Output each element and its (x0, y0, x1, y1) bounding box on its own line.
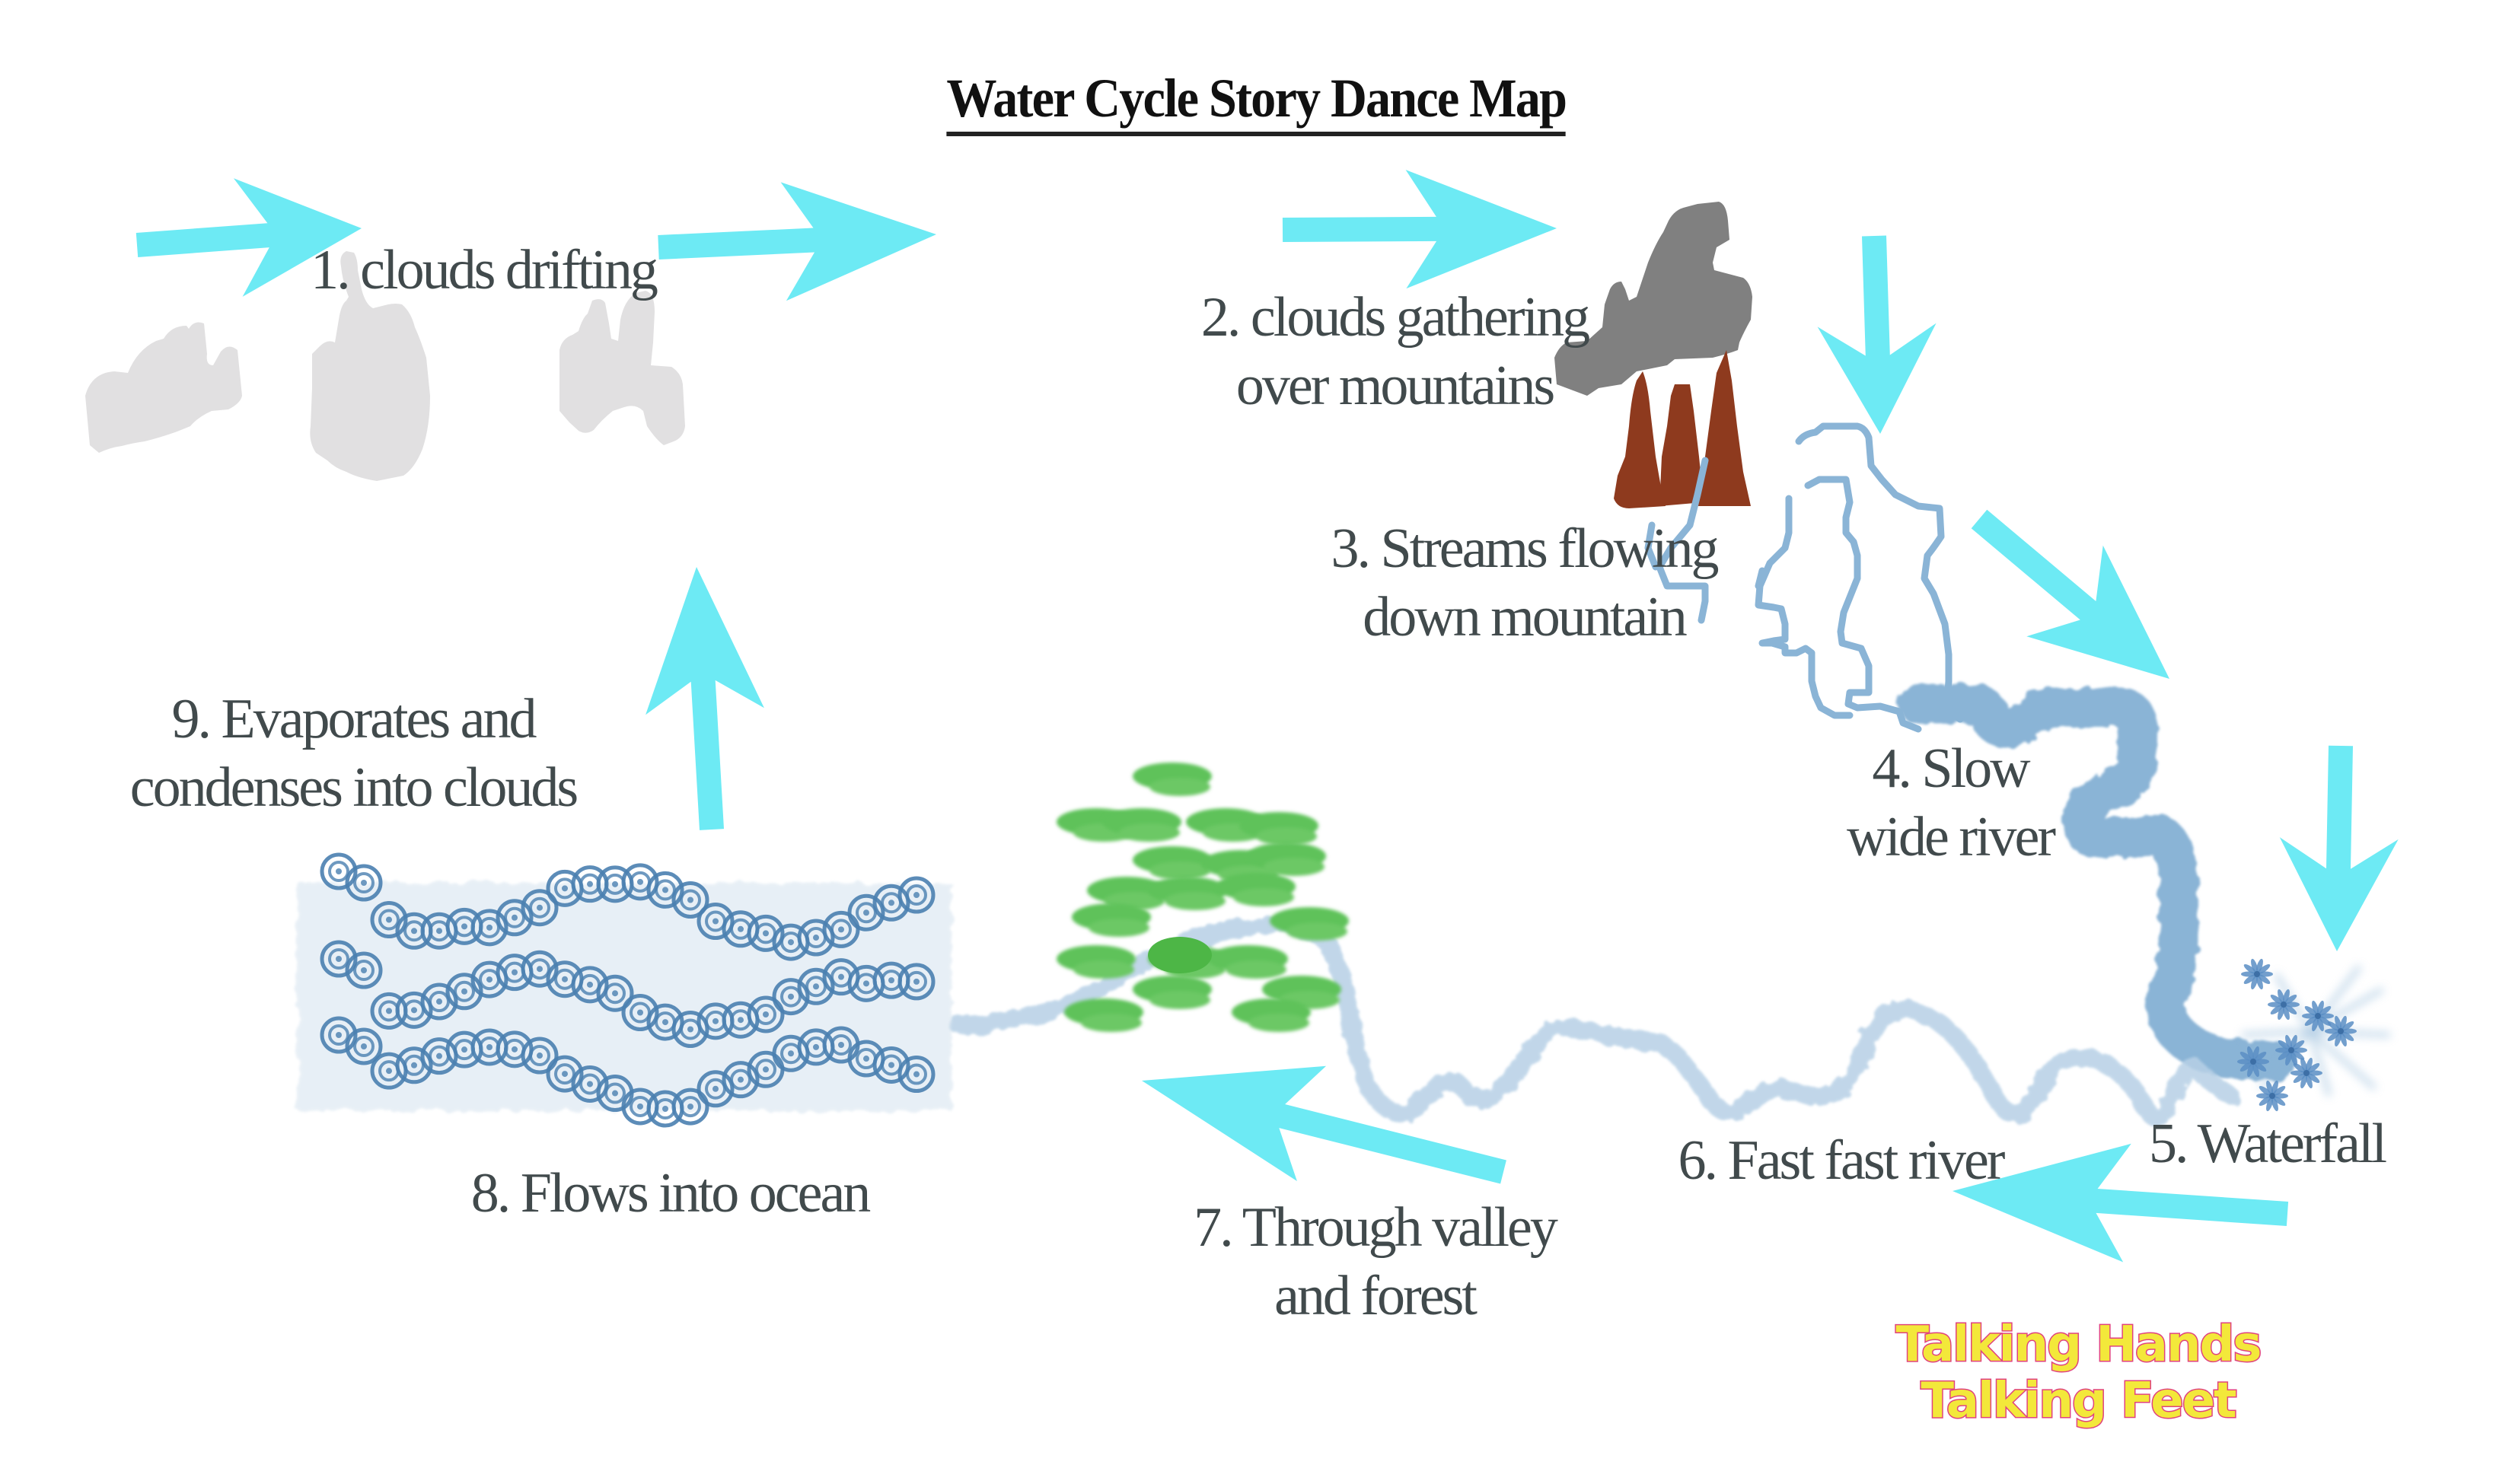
splash-flower-icon (2302, 1000, 2334, 1032)
cloud-icon (559, 291, 685, 445)
splash-flower-icon (2290, 1057, 2322, 1089)
page-title: Water Cycle Story Dance Map (0, 67, 2512, 136)
wave-swirl-icon (320, 1016, 358, 1054)
wave-swirl-icon (470, 909, 508, 947)
splash-flower-icon (2275, 1034, 2307, 1066)
ocean (297, 852, 952, 1128)
wave-swirl-icon (596, 974, 634, 1012)
tree-icon (1247, 842, 1326, 876)
arrow-icon (1282, 170, 1557, 289)
tree-icon (1262, 976, 1341, 1009)
wave-swirl-icon (320, 940, 358, 978)
tree-icon (1216, 873, 1296, 906)
arrow-icon (1142, 1065, 1506, 1184)
tree-icon (1270, 907, 1349, 941)
wave-swirl-icon (496, 899, 534, 937)
tree-icon (1133, 976, 1212, 1009)
tree-icon (1064, 998, 1143, 1032)
fast-river (946, 915, 2239, 1126)
wave-swirl-icon (445, 973, 483, 1011)
splash-flower-icon (2325, 1015, 2357, 1047)
logo-text: Talking Hands Talking Feet (1895, 1316, 2263, 1431)
tree-icon (1072, 903, 1151, 937)
direction-arrows (135, 170, 2399, 1263)
wave-swirl-icon (521, 950, 559, 988)
cloud-icon (85, 322, 242, 453)
tree-icon (1239, 812, 1318, 845)
wave-swirl-icon (320, 852, 358, 890)
mountains (1614, 350, 1751, 508)
waterfall-splash (2237, 958, 2391, 1112)
step-6-label: 6. Fast fast river (1678, 1129, 2006, 1192)
mountain-icon (1614, 371, 1666, 508)
tree-icon (1232, 998, 1311, 1032)
step-3-label: 3. Streams flowing down mountain (1331, 517, 1719, 648)
tree-icon (1057, 945, 1136, 979)
forest-clearing (1148, 937, 1212, 973)
splash-flower-icon (2268, 989, 2300, 1021)
step-5-label: 5. Waterfall (2148, 1113, 2387, 1175)
step-1-label: 1. clouds drifting (311, 239, 658, 301)
arrow-icon (646, 567, 764, 830)
splash-flower-icon (2256, 1080, 2288, 1112)
wave-swirl-icon (521, 889, 559, 927)
tree-icon (1148, 877, 1227, 910)
wave-swirl-icon (345, 951, 383, 989)
wave-swirl-icon (822, 910, 860, 948)
wave-swirl-icon (772, 978, 810, 1016)
arrow-icon (135, 178, 362, 297)
arrow-icon (2279, 745, 2399, 951)
mountain-icon (1659, 384, 1704, 506)
wave-swirl-icon (420, 982, 458, 1021)
step-9-label: 9. Evaporates and condenses into clouds (129, 688, 579, 819)
wave-swirl-icon (671, 1088, 709, 1126)
arrow-icon (1971, 509, 2169, 679)
wave-swirl-icon (897, 876, 936, 914)
tree-icon (1209, 945, 1288, 979)
step-7-label: 7. Through valley and forest (1194, 1196, 1558, 1327)
wave-swirl-icon (671, 881, 709, 919)
splash-flower-icon (2237, 1046, 2269, 1078)
wave-swirl-icon (847, 893, 885, 931)
slow-wide-river (1898, 684, 2296, 1081)
wave-swirl-icon (722, 1061, 760, 1099)
tree-icon (1133, 763, 1212, 796)
step-4-label: 4. Slow wide river (1846, 737, 2056, 868)
drifting-clouds (85, 251, 685, 481)
wave-swirl-icon (747, 995, 785, 1033)
wave-swirl-icon (521, 1037, 559, 1075)
wave-swirl-icon (345, 864, 383, 902)
arrow-icon (1817, 235, 1937, 434)
wave-swirl-icon (646, 871, 684, 909)
storm-cloud-icon (1554, 202, 1752, 396)
wave-swirl-icon (546, 1055, 584, 1093)
mountain-icon (1698, 350, 1751, 506)
wave-swirl-icon (345, 1027, 383, 1065)
tree-icon (1102, 808, 1181, 842)
arrow-icon (1953, 1143, 2289, 1263)
wave-swirl-icon (897, 1056, 936, 1094)
wave-swirl-icon (370, 900, 408, 938)
tree-icon (1133, 846, 1212, 880)
cloud-icon (310, 251, 430, 481)
wave-swirl-icon (897, 963, 936, 1001)
step-2-label: 2. clouds gathering over mountains (1200, 286, 1590, 417)
splash-flower-icon (2241, 958, 2273, 990)
arrow-icon (658, 182, 936, 301)
forest (1057, 763, 1349, 1032)
talking-hands-talking-feet-logo: Talking Hands Talking Feet (1819, 1294, 2337, 1431)
step-8-label: 8. Flows into ocean (470, 1162, 872, 1224)
